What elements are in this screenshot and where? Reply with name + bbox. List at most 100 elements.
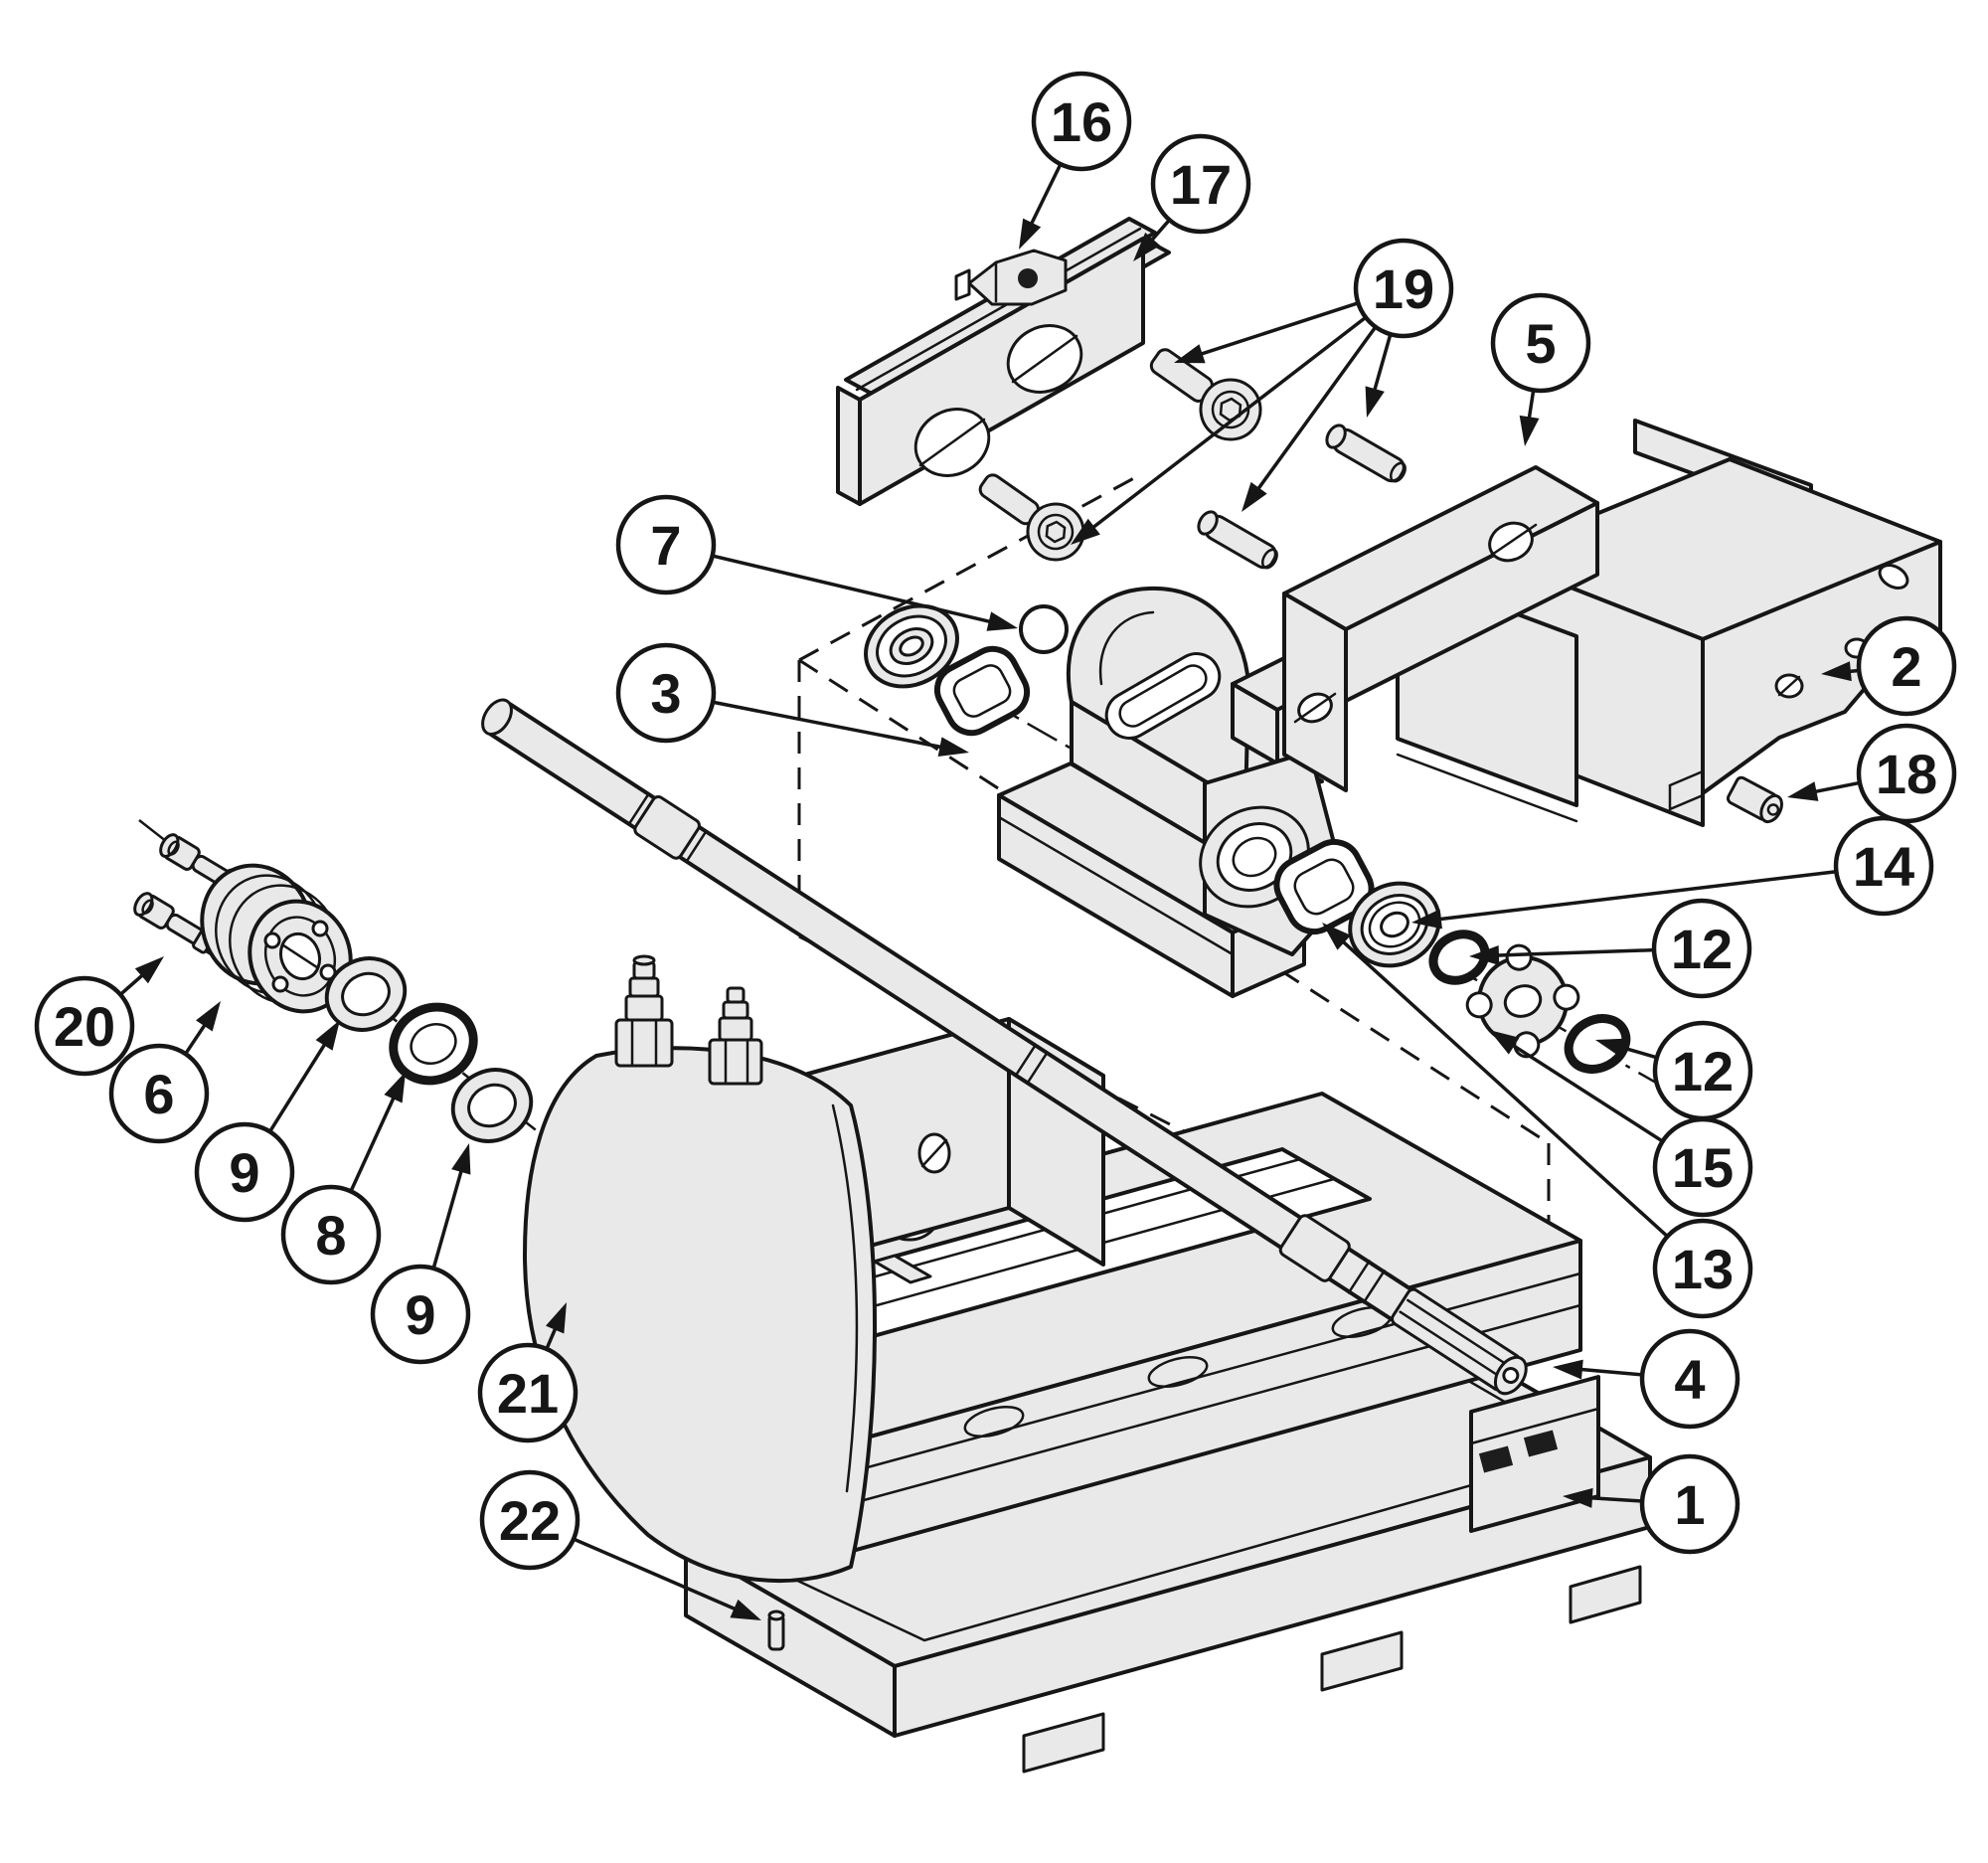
balloon-circle[interactable]	[1856, 723, 1957, 824]
balloon-circle[interactable]	[1856, 615, 1957, 717]
balloon-number: 1	[1674, 1473, 1705, 1536]
balloon-circle[interactable]	[1652, 1218, 1753, 1319]
balloon-number: 12	[1672, 1040, 1734, 1102]
leader-line	[1490, 947, 1655, 957]
part-gib	[954, 249, 1068, 306]
part-dowel-pin	[1325, 423, 1407, 483]
leader-arrowhead	[451, 1143, 471, 1175]
leader-line	[349, 1091, 399, 1193]
balloon-20[interactable]: 20	[34, 956, 164, 1077]
balloon-12[interactable]: 12	[1469, 898, 1752, 999]
balloon-8[interactable]: 8	[280, 1072, 406, 1285]
balloon-9[interactable]: 9	[370, 1143, 471, 1365]
leader-arrowhead	[1469, 944, 1500, 965]
balloon-number: 4	[1674, 1348, 1705, 1411]
part-cap-screw	[978, 473, 1085, 562]
leader-arrowhead	[1519, 415, 1540, 446]
part-o-ring	[1428, 930, 1490, 985]
balloon-5[interactable]: 5	[1490, 292, 1591, 446]
balloon-22[interactable]: 22	[479, 1469, 761, 1620]
leader-line	[1808, 780, 1861, 795]
balloon-circle[interactable]	[615, 642, 717, 744]
balloon-circle[interactable]	[108, 1043, 210, 1144]
balloon-circle[interactable]	[479, 1469, 580, 1571]
balloon-circle[interactable]	[1150, 133, 1251, 235]
balloon-circle[interactable]	[1031, 71, 1132, 172]
balloon-circle[interactable]	[615, 494, 717, 595]
balloon-circle[interactable]	[370, 1264, 471, 1365]
leader-arrowhead	[1553, 1359, 1583, 1380]
balloon-number: 20	[54, 995, 115, 1058]
balloon-13[interactable]: 13	[1322, 923, 1753, 1319]
leader-arrowhead	[730, 1599, 761, 1620]
balloon-3[interactable]: 3	[615, 642, 969, 758]
leader-arrowhead	[1595, 1038, 1627, 1058]
balloon-circle[interactable]	[1833, 815, 1934, 917]
part-pin	[767, 1609, 785, 1651]
balloon-circle[interactable]	[1490, 292, 1591, 394]
part-gasket	[933, 645, 1031, 737]
balloon-2[interactable]: 2	[1821, 615, 1957, 717]
leader-arrowhead	[1411, 909, 1442, 930]
balloon-circle[interactable]	[34, 975, 135, 1077]
balloon-circle[interactable]	[477, 1342, 579, 1443]
leader-line	[1252, 325, 1378, 496]
balloon-number: 12	[1671, 918, 1733, 980]
leader-arrowhead	[1821, 661, 1852, 682]
hydraulic-fitting	[614, 954, 674, 1068]
balloon-number: 16	[1051, 90, 1112, 153]
part-bearing	[1348, 881, 1441, 968]
leader-arrowhead	[1242, 481, 1267, 512]
leader-line	[712, 554, 997, 625]
part-lock-washer	[389, 1002, 478, 1086]
balloon-9[interactable]: 9	[194, 1020, 340, 1223]
balloon-15[interactable]: 15	[1489, 1030, 1753, 1218]
balloon-circle[interactable]	[1639, 1453, 1740, 1555]
leader-arrowhead	[1489, 1030, 1520, 1055]
leader-line	[431, 1163, 465, 1270]
balloon-21[interactable]: 21	[477, 1302, 579, 1443]
leader-line	[1583, 1495, 1643, 1503]
leader-line	[1574, 1367, 1643, 1377]
balloon-circle[interactable]	[280, 1184, 382, 1285]
balloon-4[interactable]: 4	[1553, 1328, 1740, 1430]
leader-line	[1506, 1040, 1664, 1143]
part-pulley	[200, 863, 353, 1014]
leader-arrowhead	[315, 1020, 340, 1051]
leader-line	[1194, 301, 1359, 358]
balloon-1[interactable]: 1	[1563, 1453, 1740, 1555]
balloon-circle[interactable]	[1639, 1328, 1740, 1430]
balloon-6[interactable]: 6	[108, 1001, 221, 1144]
part-jaw-plate	[836, 217, 1171, 506]
part-gasket-oval	[1273, 838, 1375, 935]
balloon-number: 13	[1672, 1238, 1734, 1300]
balloon-17[interactable]: 17	[1133, 133, 1251, 261]
balloon-number: 9	[229, 1141, 259, 1204]
balloon-circle[interactable]	[1353, 238, 1454, 339]
leader-arrowhead	[1365, 386, 1385, 418]
balloon-circle[interactable]	[1651, 898, 1752, 999]
leader-arrowhead	[196, 1001, 221, 1032]
balloon-number: 22	[499, 1489, 561, 1552]
leader-line	[1432, 869, 1837, 923]
balloon-number: 8	[315, 1204, 346, 1267]
balloon-circle[interactable]	[194, 1121, 295, 1223]
balloon-16[interactable]: 16	[1019, 71, 1132, 250]
balloon-14[interactable]: 14	[1411, 815, 1934, 930]
leader-line	[1086, 315, 1368, 533]
leader-line	[1371, 333, 1393, 398]
balloon-7[interactable]: 7	[615, 494, 1018, 631]
balloon-number: 3	[650, 662, 681, 725]
leader-arrowhead	[1322, 923, 1351, 950]
balloon-circle[interactable]	[1652, 1116, 1753, 1218]
balloon-12[interactable]: 12	[1595, 1020, 1753, 1121]
balloon-18[interactable]: 18	[1787, 723, 1957, 824]
leader-arrowhead	[1133, 232, 1161, 261]
part-washer	[450, 1068, 534, 1143]
balloon-19[interactable]: 19	[1071, 238, 1454, 545]
leader-arrowhead	[986, 611, 1018, 631]
leader-arrowhead	[1787, 781, 1819, 801]
balloon-number: 5	[1525, 312, 1556, 375]
